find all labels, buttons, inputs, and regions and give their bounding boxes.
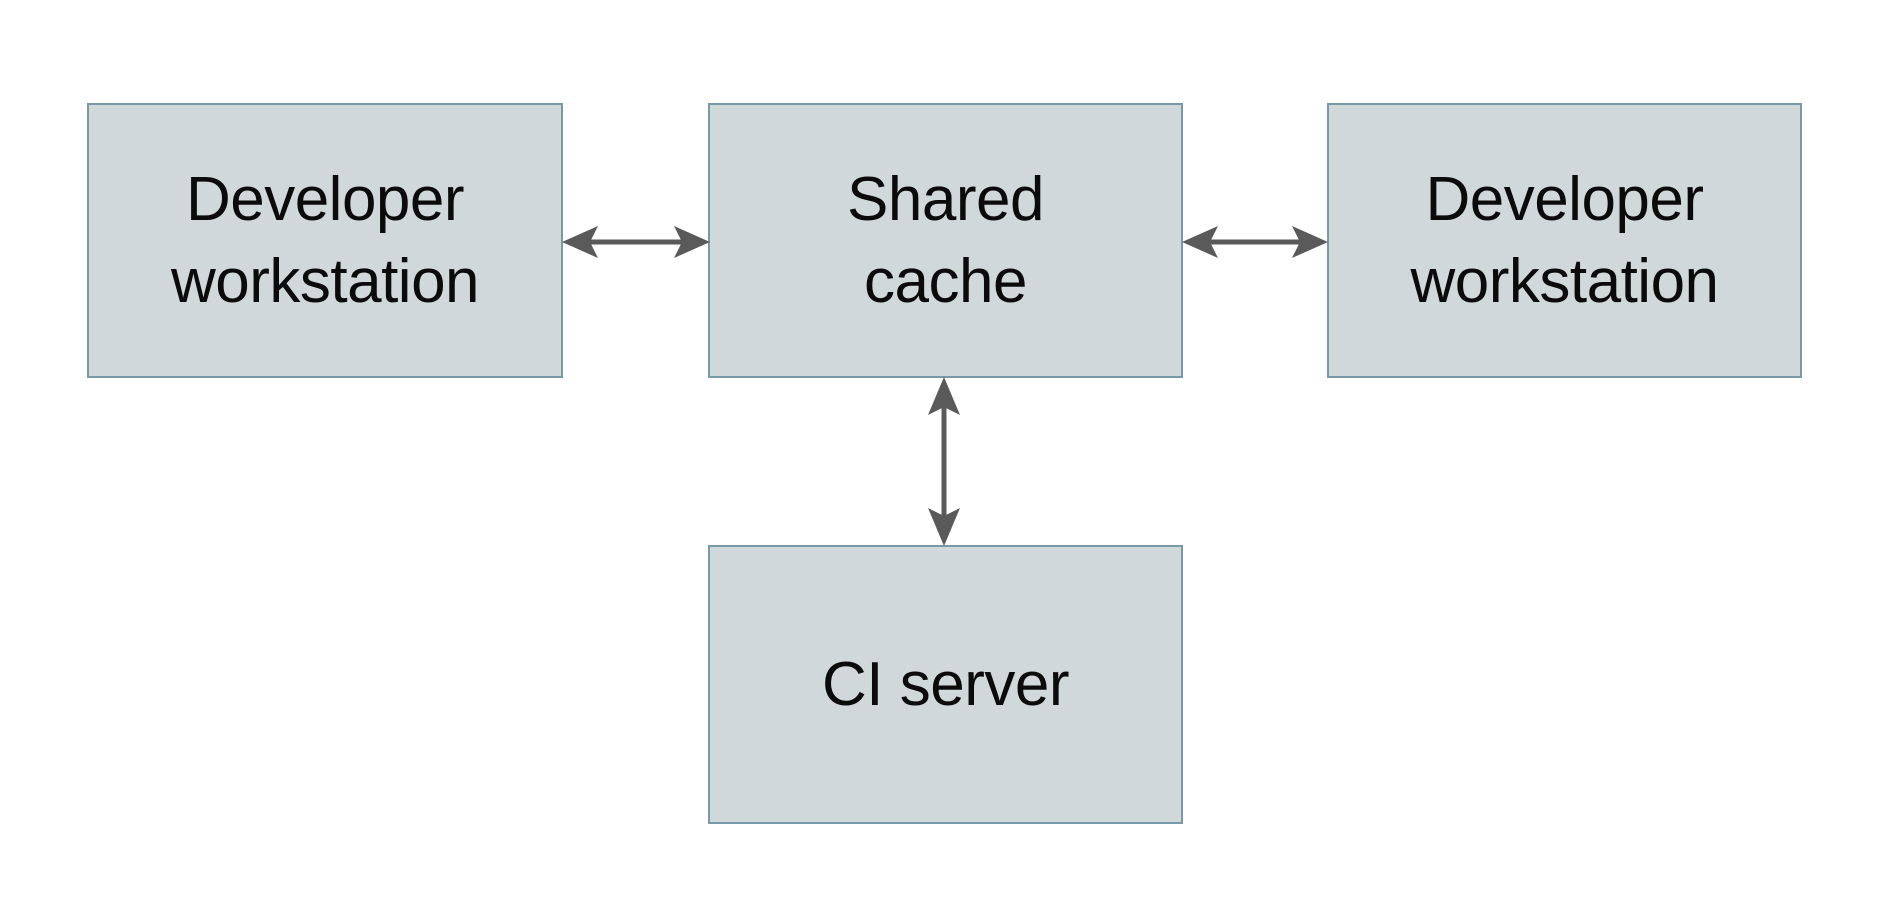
node-shared-cache[interactable]: Shared cache [708, 103, 1183, 378]
node-developer-workstation-right[interactable]: Developer workstation [1327, 103, 1802, 378]
edge-shared-cache-to-ci-server [920, 375, 968, 548]
double-arrow-horizontal-icon [1182, 226, 1328, 258]
node-developer-workstation-left[interactable]: Developer workstation [87, 103, 563, 378]
node-label: Shared cache [847, 164, 1044, 316]
edge-developer-workstation-left-to-shared-cache [560, 218, 712, 266]
double-arrow-horizontal-icon [562, 226, 710, 258]
node-ci-server[interactable]: CI server [708, 545, 1183, 824]
node-label: CI server [822, 649, 1069, 719]
double-arrow-vertical-icon [928, 377, 960, 546]
edge-shared-cache-to-developer-workstation-right [1180, 218, 1330, 266]
node-label: Developer workstation [170, 164, 480, 316]
node-label: Developer workstation [1410, 164, 1719, 316]
